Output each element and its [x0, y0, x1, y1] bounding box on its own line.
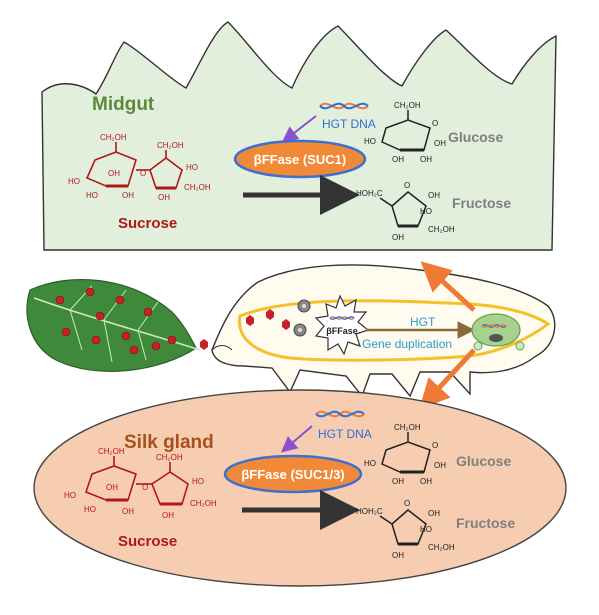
midgut-glucose-structure [381, 110, 431, 152]
larva-sucrose-hex [246, 309, 290, 330]
midgut-glucose-labels: CH₂OH O OH HO OH OH [364, 101, 446, 164]
chem-ch2oh-label: CH₂OH [98, 447, 125, 456]
leaf-midrib [33, 297, 201, 351]
silk-fructose-labels: HOH₂C O OH HO CH₂OH OH [356, 499, 455, 560]
chem-o-label: O [432, 441, 438, 450]
chem-oh-label: OH [106, 483, 118, 492]
chem-o-label: O [404, 181, 410, 190]
chem-oh-label: OH [420, 155, 432, 164]
midgut-hgt-dna-label: HGT DNA [322, 117, 376, 131]
midgut-title: Midgut [92, 94, 155, 115]
sucrose-hex-icon [200, 339, 208, 350]
chem-ch2oh-label: CH₂OH [428, 543, 455, 552]
larva-mouth [211, 345, 233, 351]
midgut-sucrose-label: Sucrose [118, 215, 177, 232]
chem-ch2oh-label: CH₂OH [394, 101, 421, 110]
chem-o-label: O [404, 499, 410, 508]
center-enzyme-label: βFFase [326, 326, 358, 336]
chem-ch2oh-label: CH₂OH [428, 225, 455, 234]
chem-o-label: O [142, 483, 148, 492]
chem-oh-label: OH [158, 193, 170, 202]
midgut-enzyme-ellipse [233, 139, 367, 179]
midgut-fructose-label: Fructose [452, 195, 511, 211]
silk-glucose-label: Glucose [456, 453, 511, 469]
chem-ho-label: HO [84, 505, 96, 514]
chem-oh-label: OH [434, 461, 446, 470]
silk-sucrose-structure [85, 456, 189, 506]
arrow-to-midgut [420, 261, 476, 312]
silk-hgt-dna-label: HGT DNA [318, 427, 372, 441]
silk-sucrose-labels: CH₂OH CH₂OH HO OH O HO OH HO CH₂OH OH [64, 447, 217, 520]
chem-oh-label: OH [392, 551, 404, 560]
leaf-veins [69, 285, 159, 363]
chem-ch2oh-label: CH₂OH [394, 423, 421, 432]
chem-ch2oh-label: CH₂OH [190, 499, 217, 508]
dna-helix-icon [319, 102, 369, 110]
silk-enzyme-ellipse [223, 454, 363, 494]
chem-oh-label: OH [392, 233, 404, 242]
midgut-fructose-structure [379, 191, 427, 228]
chem-ho-label: HO [192, 477, 204, 486]
silk-sucrose-label: Sucrose [118, 533, 177, 550]
chem-o-label: O [432, 119, 438, 128]
arrow-to-silk-gland [419, 348, 476, 410]
chem-ho-label: HO [64, 491, 76, 500]
chem-hoh2c-label: HOH₂C [356, 507, 383, 516]
chem-ch2oh-label: CH₂OH [156, 453, 183, 462]
larva-gut-outline [238, 299, 551, 362]
chem-oh-label: OH [434, 139, 446, 148]
chem-oh-label: OH [392, 477, 404, 486]
chem-oh-label: OH [420, 477, 432, 486]
silk-hgt-arrow [280, 425, 313, 453]
silk-gland-panel: Silk gland HGT DNA βFFase (SUC1/3) CH₂OH… [33, 389, 567, 587]
nucleus-cell-icon [471, 313, 521, 347]
leaf-sucrose-dots [55, 287, 177, 355]
chem-ho-label: HO [86, 191, 98, 200]
chem-ch2oh-label: CH₂OH [157, 141, 184, 150]
chem-oh-label: OH [122, 191, 134, 200]
chem-ho-label: HO [68, 177, 80, 186]
silk-glucose-labels: CH₂OH O OH HO OH OH [364, 423, 446, 486]
chem-o-label: O [140, 169, 146, 178]
midgut-enzyme-label: βFFase (SUC1) [254, 152, 346, 167]
silk-fructose-label: Fructose [456, 515, 515, 531]
silk-dna-helix-icon [315, 410, 365, 418]
larva-illustration: βFFase HGT Gene duplication [211, 261, 556, 410]
midgut-sucrose-labels: CH₂OH CH₂OH HO OH O HO OH HO CH₂OH OH [68, 133, 211, 202]
midgut-fructose-labels: HOH₂C O OH HO CH₂OH OH [356, 181, 455, 242]
cell-dna-icon [329, 316, 355, 320]
chem-ho-label: HO [186, 163, 198, 172]
silk-fructose-structure [379, 509, 427, 546]
silk-glucose-structure [381, 432, 431, 474]
chem-oh-label: OH [428, 191, 440, 200]
chem-oh-label: OH [392, 155, 404, 164]
midgut-hgt-arrow [281, 115, 317, 143]
chem-ch2oh-label: CH₂OH [184, 183, 211, 192]
chem-ho-label: HO [364, 137, 376, 146]
chem-hoh2c-label: HOH₂C [356, 189, 383, 198]
leaf-illustration [26, 278, 208, 372]
chem-oh-label: OH [428, 509, 440, 518]
midgut-panel: Midgut HGT DNA βFFase (SUC1) CH₂OH CH₂OH… [41, 21, 557, 251]
midgut-glucose-label: Glucose [448, 129, 503, 145]
small-gray-cells [293, 299, 311, 337]
chem-oh-label: OH [162, 511, 174, 520]
midgut-sucrose-structure [85, 142, 183, 190]
chem-ho-label: HO [420, 525, 432, 534]
silk-enzyme-label: βFFase (SUC1/3) [241, 467, 344, 482]
chem-oh-label: OH [108, 169, 120, 178]
chem-oh-label: OH [122, 507, 134, 516]
center-duplication-label: Gene duplication [362, 337, 452, 351]
bffase-cell-icon [314, 294, 370, 356]
chem-ch2oh-label: CH₂OH [100, 133, 127, 142]
chem-ho-label: HO [420, 207, 432, 216]
center-hgt-label: HGT [410, 315, 436, 329]
chem-ho-label: HO [364, 459, 376, 468]
silk-gland-title: Silk gland [124, 432, 214, 453]
